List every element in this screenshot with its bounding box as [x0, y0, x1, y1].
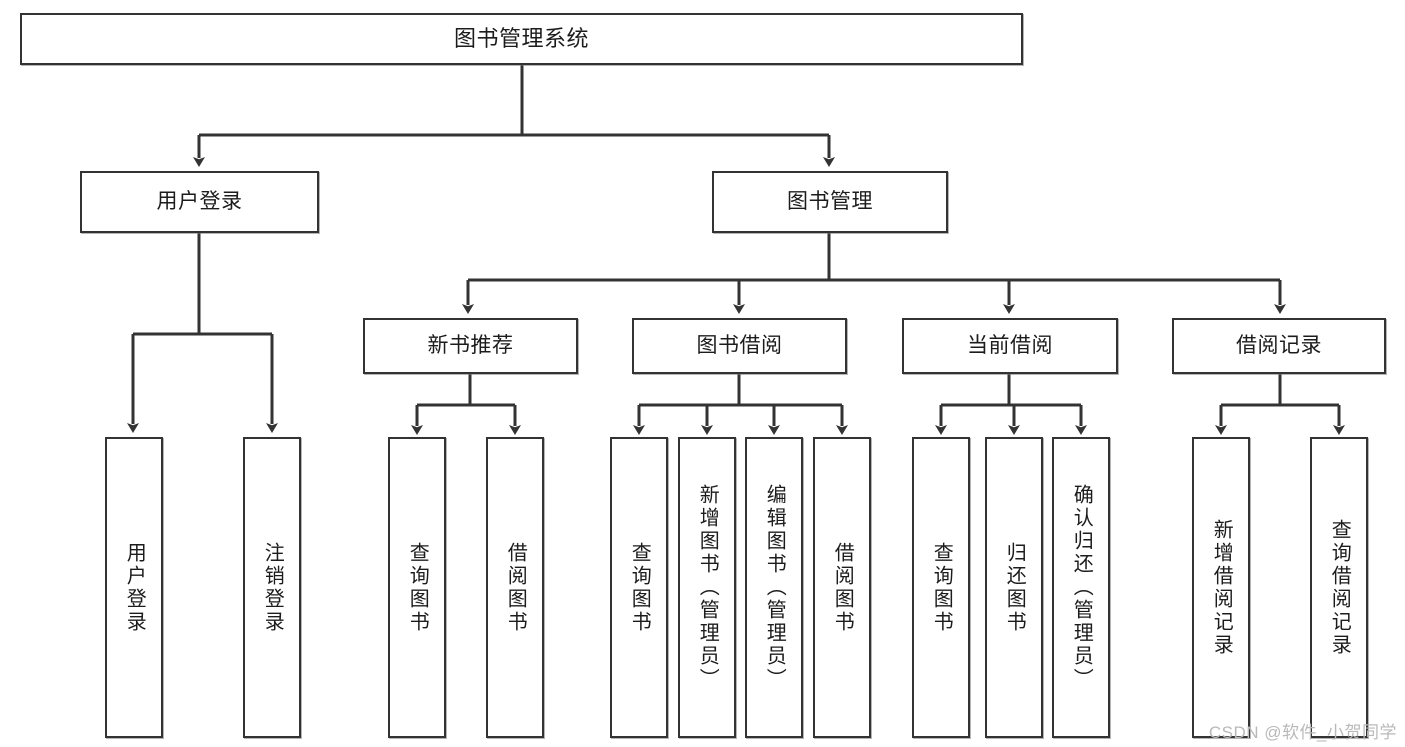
node-user-login[interactable]: 用户登录	[80, 171, 319, 233]
node-leaf-edit-book[interactable]: 编辑图书（管理员）	[745, 437, 803, 738]
node-leaf-user-login[interactable]: 用户登录	[105, 437, 163, 738]
node-book-management-label: 图书管理	[787, 190, 873, 214]
node-current-borrow[interactable]: 当前借阅	[902, 318, 1118, 374]
node-leaf-return-book-label: 归还图书	[1003, 541, 1026, 634]
node-root[interactable]: 图书管理系统	[20, 13, 1023, 65]
node-leaf-logout-login[interactable]: 注销登录	[243, 437, 301, 738]
node-leaf-borrow-book-1-label: 借阅图书	[504, 541, 527, 634]
node-leaf-query-book-2[interactable]: 查询图书	[610, 437, 668, 738]
node-leaf-borrow-book-1[interactable]: 借阅图书	[486, 437, 544, 738]
node-leaf-add-borrow-record[interactable]: 新增借阅记录	[1192, 437, 1250, 738]
watermark-text: CSDN @软件_小贺同学	[1208, 723, 1397, 742]
node-leaf-user-login-label: 用户登录	[123, 541, 146, 634]
node-leaf-add-borrow-record-label: 新增借阅记录	[1210, 518, 1233, 657]
node-leaf-query-book-2-label: 查询图书	[628, 541, 651, 634]
node-user-login-label: 用户登录	[156, 190, 243, 214]
node-leaf-logout-login-label: 注销登录	[261, 541, 284, 634]
node-leaf-edit-book-label: 编辑图书（管理员）	[763, 484, 786, 691]
node-root-label: 图书管理系统	[453, 25, 589, 51]
node-leaf-return-book[interactable]: 归还图书	[985, 437, 1043, 738]
node-leaf-query-borrow-record-label: 查询借阅记录	[1328, 518, 1351, 657]
node-leaf-add-book[interactable]: 新增图书（管理员）	[678, 437, 736, 738]
node-leaf-add-book-label: 新增图书（管理员）	[696, 484, 719, 691]
node-leaf-query-borrow-record[interactable]: 查询借阅记录	[1310, 437, 1368, 738]
node-leaf-confirm-return-label: 确认归还（管理员）	[1070, 484, 1093, 691]
node-current-borrow-label: 当前借阅	[967, 334, 1053, 358]
node-leaf-query-book-1-label: 查询图书	[406, 541, 429, 634]
node-book-borrow-label: 图书借阅	[696, 334, 783, 358]
node-leaf-query-book-3-label: 查询图书	[930, 541, 953, 634]
node-leaf-query-book-1[interactable]: 查询图书	[388, 437, 446, 738]
node-new-book-recommend[interactable]: 新书推荐	[363, 318, 578, 374]
node-borrow-record[interactable]: 借阅记录	[1172, 318, 1386, 374]
node-leaf-confirm-return[interactable]: 确认归还（管理员）	[1052, 437, 1110, 738]
node-borrow-record-label: 借阅记录	[1236, 334, 1322, 358]
node-new-book-recommend-label: 新书推荐	[427, 334, 514, 358]
node-leaf-borrow-book-2[interactable]: 借阅图书	[813, 437, 871, 738]
node-book-management[interactable]: 图书管理	[712, 171, 948, 233]
node-leaf-query-book-3[interactable]: 查询图书	[912, 437, 970, 738]
node-leaf-borrow-book-2-label: 借阅图书	[831, 541, 854, 634]
node-book-borrow[interactable]: 图书借阅	[632, 318, 847, 374]
